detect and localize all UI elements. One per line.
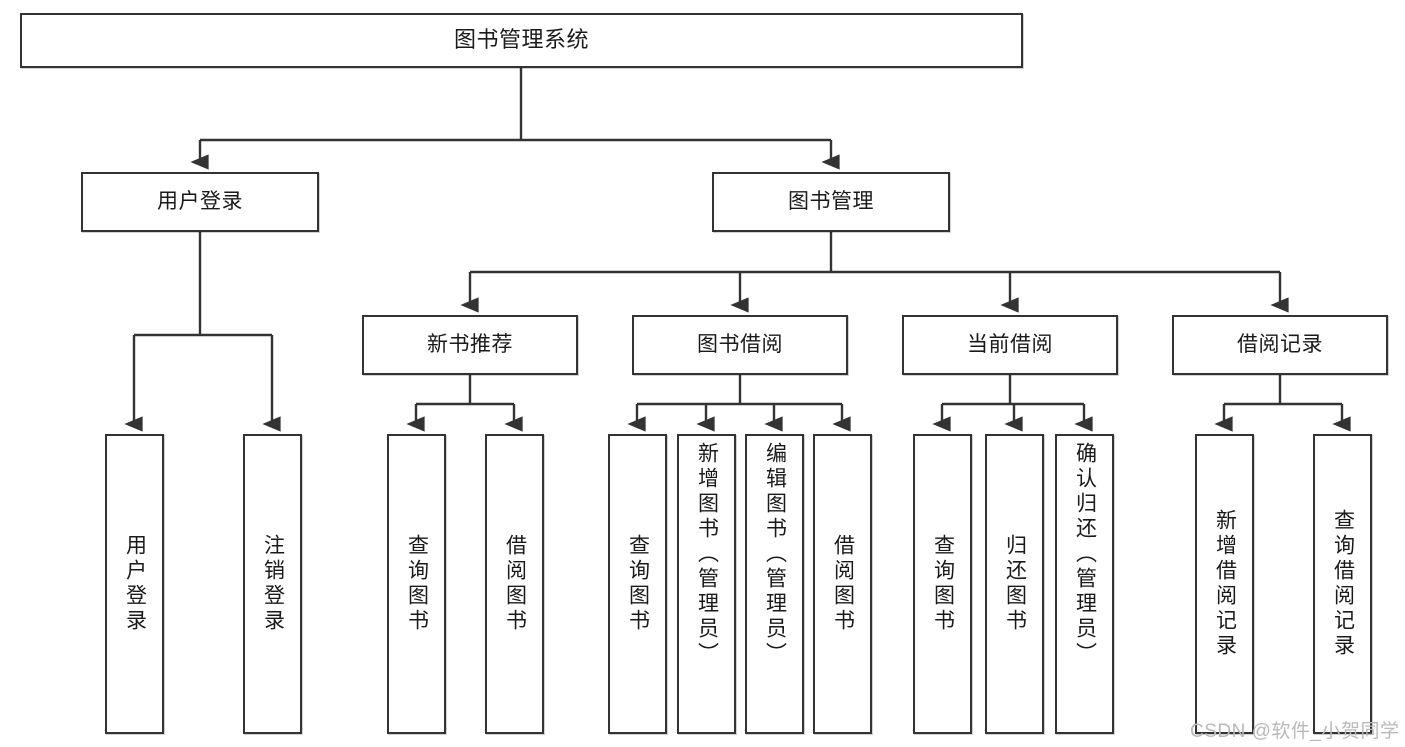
node-leaf-add-record[interactable]: 新增借阅记录	[1195, 434, 1254, 734]
node-leaf-query-book-3[interactable]: 查询图书	[913, 434, 972, 734]
node-current-borrow[interactable]: 当前借阅	[902, 315, 1118, 375]
node-leaf-confirm-return[interactable]: 确认归还（管理员）	[1055, 434, 1114, 734]
node-root[interactable]: 图书管理系统	[20, 13, 1023, 68]
node-book-borrow[interactable]: 图书借阅	[632, 315, 848, 375]
csdn-watermark: CSDN @软件_小贺同学	[1190, 721, 1400, 742]
node-leaf-query-record[interactable]: 查询借阅记录	[1313, 434, 1372, 734]
node-leaf-logout[interactable]: 注销登录	[243, 434, 302, 734]
node-leaf-edit-book[interactable]: 编辑图书（管理员）	[745, 434, 804, 734]
node-user-login[interactable]: 用户登录	[81, 172, 319, 232]
node-leaf-query-book-2[interactable]: 查询图书	[608, 434, 667, 734]
node-book-management[interactable]: 图书管理	[712, 172, 950, 232]
node-leaf-add-book[interactable]: 新增图书（管理员）	[677, 434, 736, 734]
node-leaf-query-book-1[interactable]: 查询图书	[387, 434, 446, 734]
node-leaf-borrow-book-2[interactable]: 借阅图书	[813, 434, 872, 734]
node-leaf-return-book[interactable]: 归还图书	[985, 434, 1044, 734]
node-borrow-record[interactable]: 借阅记录	[1172, 315, 1388, 375]
node-leaf-user-login[interactable]: 用户登录	[105, 434, 164, 734]
node-new-book-recommend[interactable]: 新书推荐	[362, 315, 578, 375]
node-leaf-borrow-book-1[interactable]: 借阅图书	[485, 434, 544, 734]
